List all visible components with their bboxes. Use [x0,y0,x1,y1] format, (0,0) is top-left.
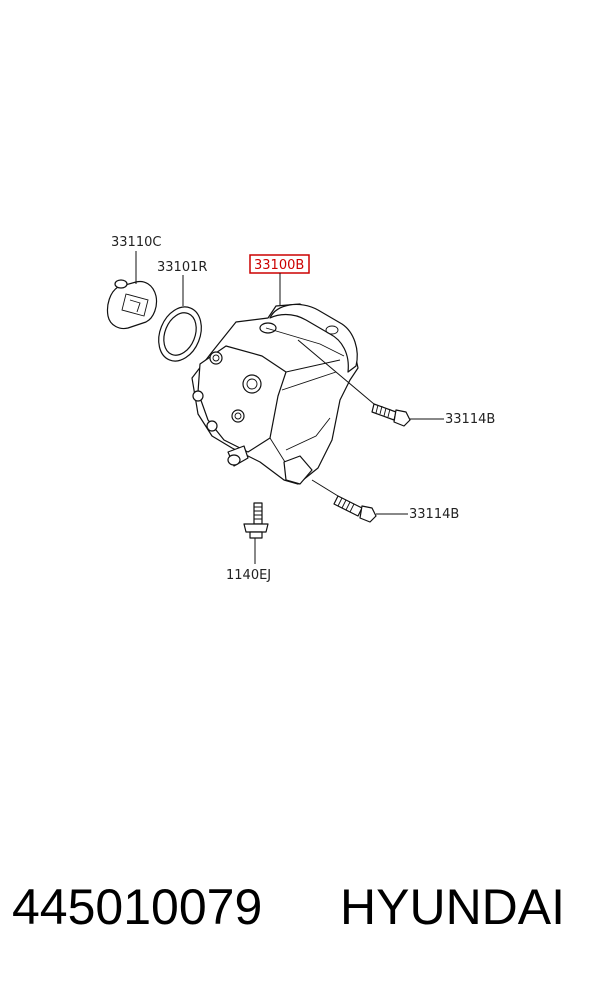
upper-bolt-leader-near [297,339,375,405]
pump-body [191,303,359,485]
stud-part [243,502,269,539]
pump-callout: 33100B [254,258,304,273]
upper-bolt-part [371,403,411,427]
lower-bolt-callout: 33114B [409,507,459,522]
lower-bolt-leader-near [311,479,339,497]
cap-callout: 33110C [111,235,161,250]
lower-bolt-part [333,495,377,523]
stud-callout: 1140EJ [226,568,271,583]
cap-part [106,279,158,330]
part-number-caption: 445010079 [12,879,263,935]
o-ring-part [158,306,202,362]
brand-caption: HYUNDAI [340,879,566,935]
upper-bolt-callout: 33114B [445,412,495,427]
o-ring-callout: 33101R [157,260,207,275]
